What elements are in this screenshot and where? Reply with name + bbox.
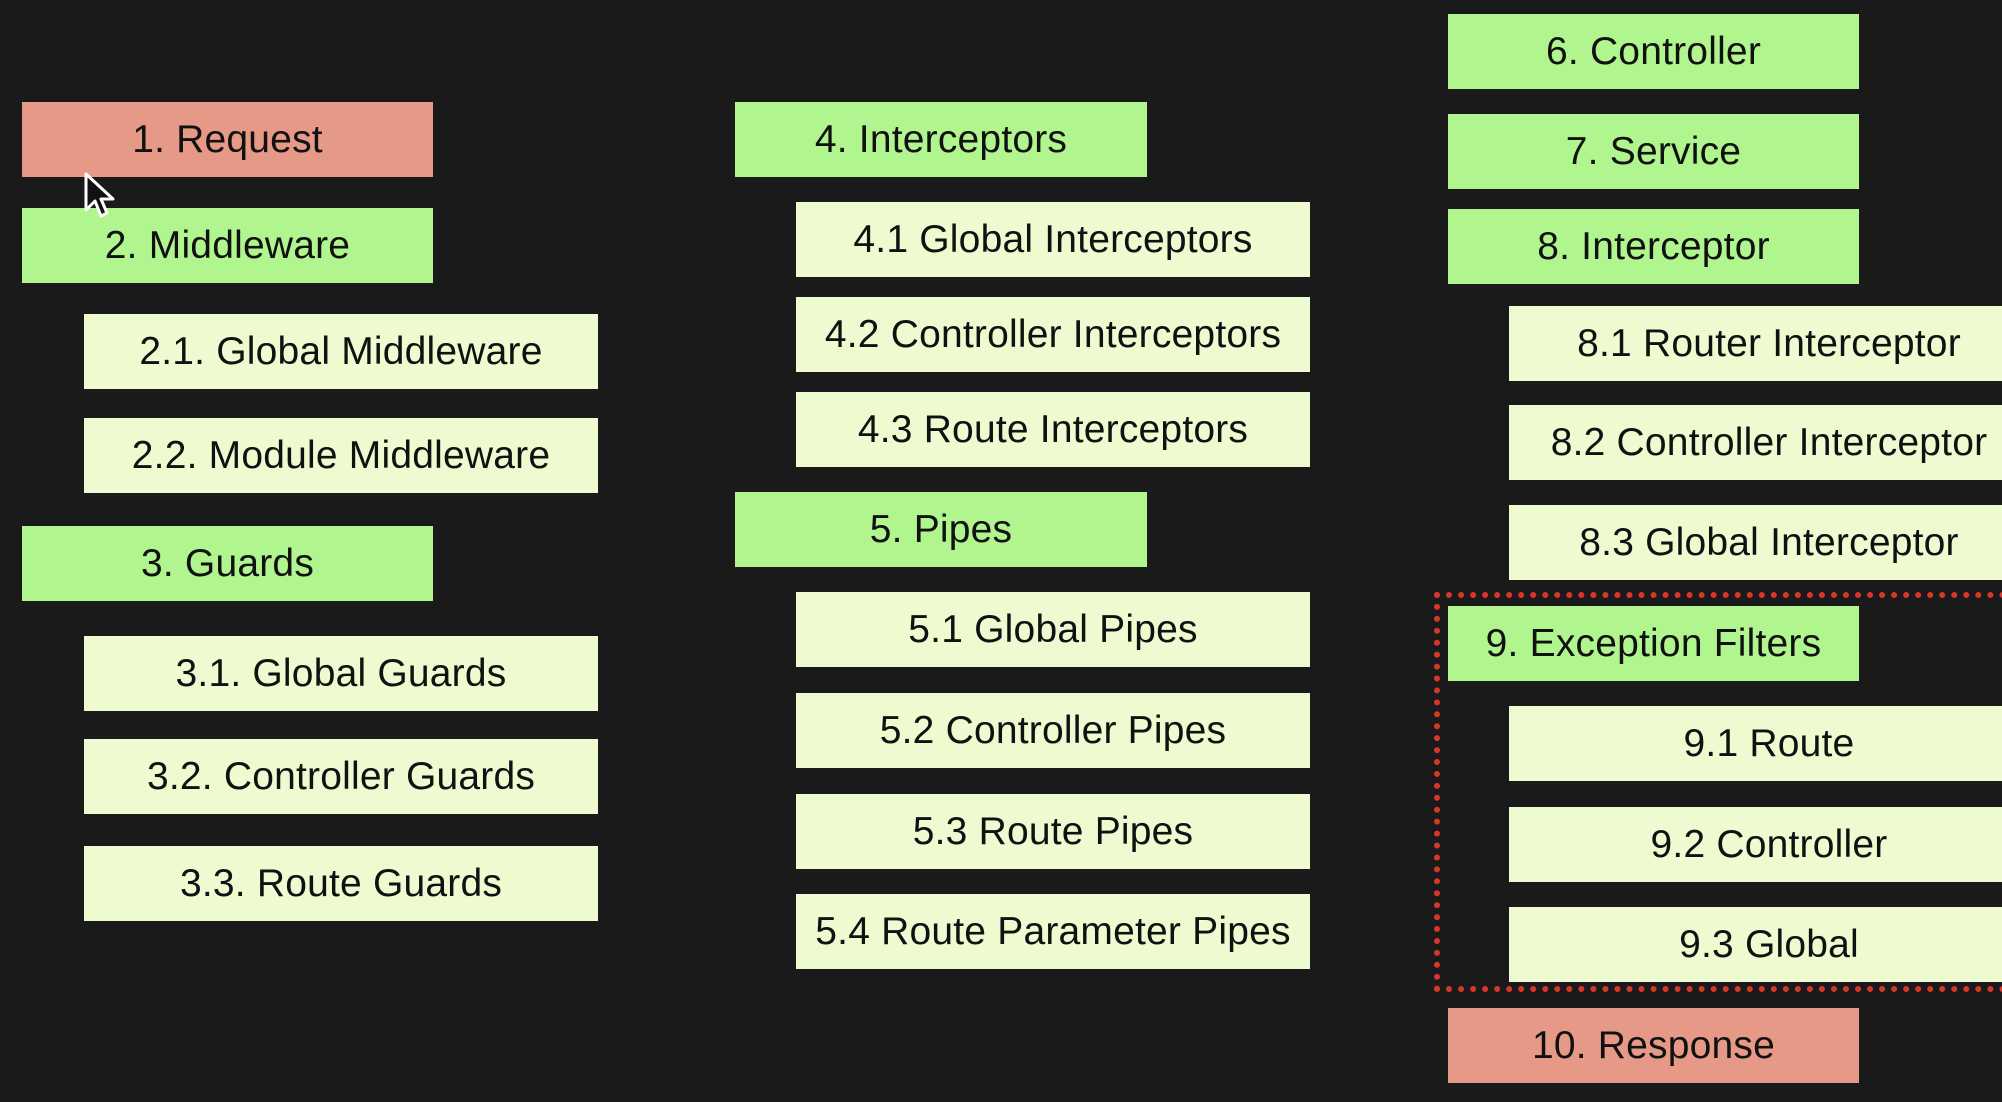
mouse-pointer-icon	[84, 172, 115, 218]
request-box: 1. Request	[22, 102, 433, 177]
route-parameter-pipes-box: 5.4 Route Parameter Pipes	[796, 894, 1310, 969]
controller-pipes-box: 5.2 Controller Pipes	[796, 693, 1310, 768]
module-middleware-box: 2.2. Module Middleware	[84, 418, 598, 493]
controller-filter-box: 9.2 Controller	[1509, 807, 2002, 882]
pipes-box: 5. Pipes	[735, 492, 1147, 567]
route-filter-box: 9.1 Route	[1509, 706, 2002, 781]
exception-filters-box: 9. Exception Filters	[1448, 606, 1859, 681]
response-box: 10. Response	[1448, 1008, 1859, 1083]
global-guards-box: 3.1. Global Guards	[84, 636, 598, 711]
guards-box: 3. Guards	[22, 526, 433, 601]
global-middleware-box: 2.1. Global Middleware	[84, 314, 598, 389]
route-interceptors-box: 4.3 Route Interceptors	[796, 392, 1310, 467]
controller-guards-box: 3.2. Controller Guards	[84, 739, 598, 814]
global-interceptors-box: 4.1 Global Interceptors	[796, 202, 1310, 277]
controller-box: 6. Controller	[1448, 14, 1859, 89]
interceptors-box: 4. Interceptors	[735, 102, 1147, 177]
middleware-box: 2. Middleware	[22, 208, 433, 283]
route-pipes-box: 5.3 Route Pipes	[796, 794, 1310, 869]
route-guards-box: 3.3. Route Guards	[84, 846, 598, 921]
global-pipes-box: 5.1 Global Pipes	[796, 592, 1310, 667]
global-filter-box: 9.3 Global	[1509, 907, 2002, 982]
controller-interceptor-box: 8.2 Controller Interceptor	[1509, 405, 2002, 480]
controller-interceptors-box: 4.2 Controller Interceptors	[796, 297, 1310, 372]
exception-filters-highlight	[1434, 592, 2002, 992]
interceptor-box: 8. Interceptor	[1448, 209, 1859, 284]
global-interceptor-box: 8.3 Global Interceptor	[1509, 505, 2002, 580]
router-interceptor-box: 8.1 Router Interceptor	[1509, 306, 2002, 381]
service-box: 7. Service	[1448, 114, 1859, 189]
